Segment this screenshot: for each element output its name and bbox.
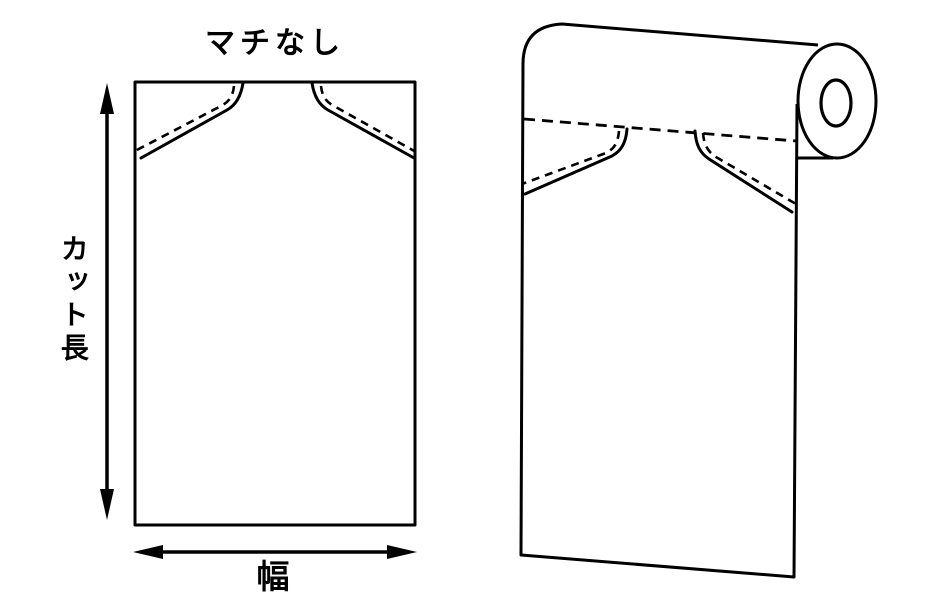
- roll-diagram-icon: [519, 22, 878, 579]
- roll-core-hole: [819, 78, 853, 128]
- cut-length-label: カット長: [56, 234, 90, 366]
- roll-neck-cutline-right-solid: [693, 129, 794, 214]
- neck-cutline-right-dashed: [319, 85, 417, 154]
- width-arrow: [133, 545, 417, 559]
- neck-cutline-left-dashed: [134, 85, 236, 153]
- roll-neck-cutline-left-dashed: [521, 130, 621, 186]
- roll-neck-cutline-left-solid: [523, 127, 629, 196]
- roll-sheet-outline: [519, 61, 799, 579]
- perforation-dashed-line: [523, 117, 797, 143]
- gusset-type-label: マチなし: [205, 26, 345, 61]
- width-label: 幅: [256, 557, 290, 596]
- flat-sheet-diagram-icon: [100, 80, 417, 559]
- bag-outline: [133, 80, 417, 527]
- roll-end-face: [796, 42, 878, 160]
- neck-cutline-right-solid: [310, 81, 416, 160]
- roll-neck-cutline-right-dashed: [701, 132, 797, 206]
- cut-length-arrow: [100, 83, 114, 520]
- neck-cutline-left-solid: [139, 81, 245, 160]
- roll-top-edge: [521, 22, 819, 65]
